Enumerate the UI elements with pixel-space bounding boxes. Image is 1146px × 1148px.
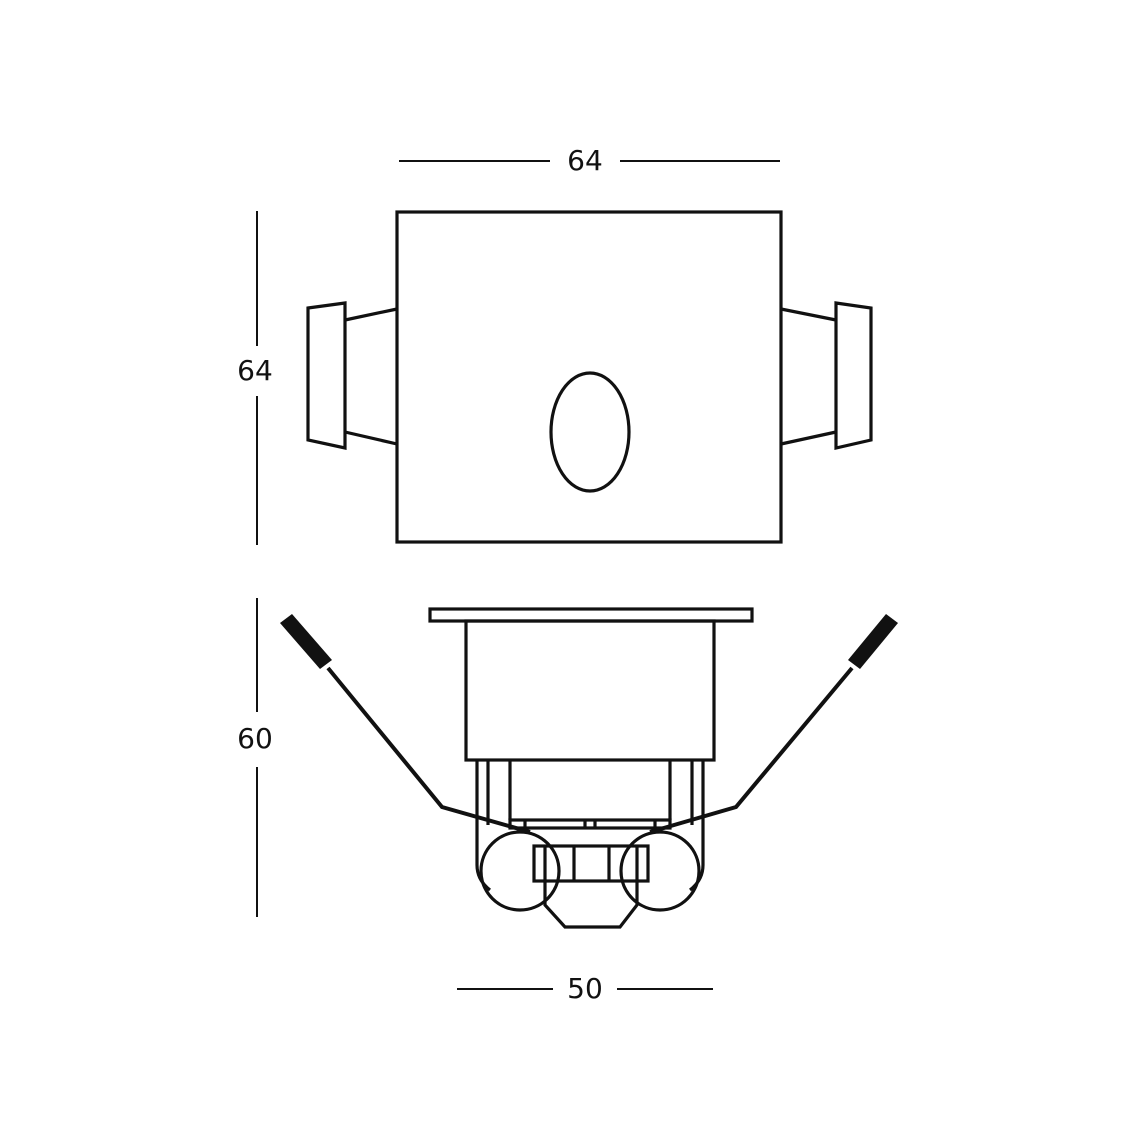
right-clip-legs [668, 760, 705, 892]
left-clip-legs [475, 760, 512, 892]
left-spring-clip [306, 301, 398, 450]
base-plate [508, 818, 672, 830]
side-width-dimension: 50 [457, 972, 713, 1005]
front-view: 64 64 [237, 144, 873, 545]
side-height-dimension: 60 [237, 598, 273, 917]
right-wire-sleeve [848, 614, 898, 669]
side-view: 60 50 [237, 598, 898, 1005]
faceplate-flange [428, 607, 754, 623]
front-width-dimension: 64 [399, 144, 780, 177]
right-spring-coil [619, 830, 701, 912]
right-spring-clip [780, 301, 873, 451]
front-width-label: 64 [567, 144, 603, 177]
oval-lens [549, 371, 631, 493]
side-width-label: 50 [567, 972, 603, 1005]
right-wire-lead [649, 614, 898, 834]
faceplate [395, 210, 783, 544]
side-height-label: 60 [237, 722, 273, 755]
right-clip-plate [834, 301, 873, 451]
front-height-dimension: 64 [237, 211, 273, 545]
front-height-label: 64 [237, 354, 273, 387]
terminal-block [532, 844, 650, 883]
left-spring-coil [479, 830, 561, 912]
housing-body [464, 619, 716, 762]
left-wire-lead [280, 614, 531, 834]
left-clip-plate [306, 301, 347, 450]
left-wire-sleeve [280, 614, 332, 669]
